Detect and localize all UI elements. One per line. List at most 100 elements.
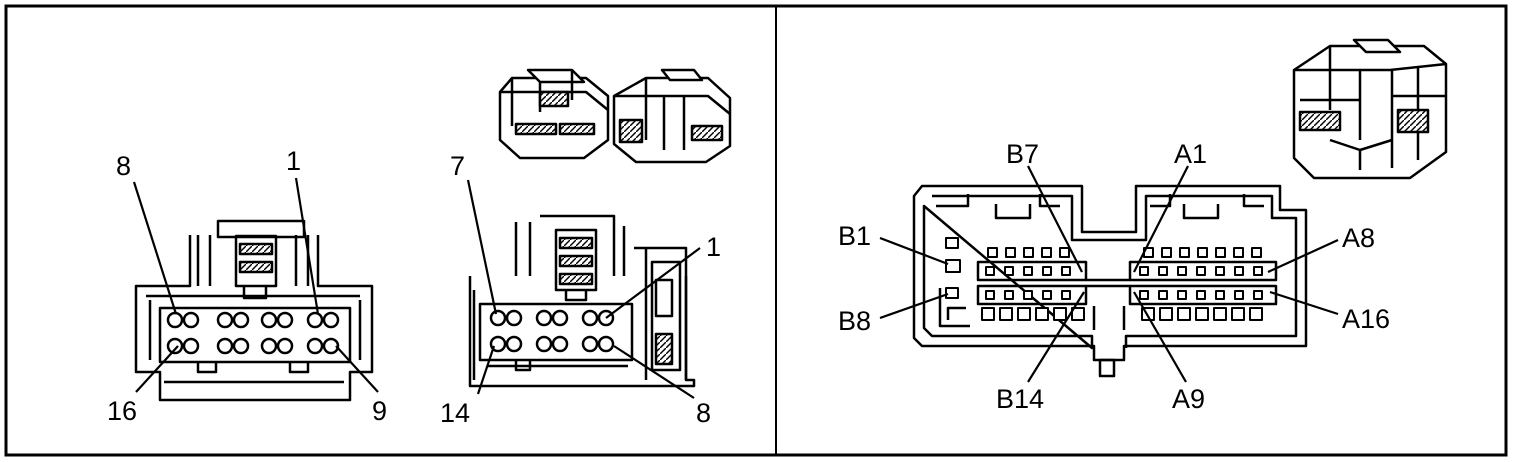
pin-cavity [1179, 247, 1190, 258]
pin-cavity [581, 335, 599, 353]
pin-cavity [489, 309, 507, 327]
pin-cavity [581, 309, 599, 327]
pin-label-b7: B7 [1006, 139, 1039, 169]
left-panel: 8 1 16 9 7 1 14 8 [107, 68, 732, 428]
pin-cavity [1023, 266, 1033, 276]
pin-cavity [232, 311, 250, 329]
pin-cavity [1161, 247, 1172, 258]
pin-cavity [987, 247, 998, 258]
connector-16-pin-3d-view [498, 68, 610, 160]
connector-32-pin-3d-view [1292, 38, 1448, 180]
pin-cavity [306, 311, 324, 329]
pin-label-a9: A9 [1172, 384, 1205, 414]
pin-cavity [1059, 247, 1070, 258]
pin-cavity [1159, 307, 1173, 321]
leader-lines-left [132, 177, 701, 399]
pin-cavity [535, 335, 553, 353]
pin-label-b8: B8 [838, 306, 871, 336]
pin-cavity [981, 307, 995, 321]
pin-cavities-14 [489, 309, 615, 353]
pin-cavity [1213, 307, 1227, 321]
pin-cavity [985, 266, 995, 276]
pin-cavity [1197, 247, 1208, 258]
pin-cavity [945, 259, 961, 273]
pin-label-7: 7 [450, 151, 465, 181]
pin-cavities-16 [166, 311, 340, 355]
pin-cavity [322, 311, 340, 329]
pin-cavity [597, 335, 615, 353]
pin-cavity [1139, 266, 1149, 276]
pin-cavity [999, 307, 1013, 321]
pin-cavity [276, 337, 294, 355]
pin-label-a1: A1 [1174, 139, 1207, 169]
pin-label-14: 14 [440, 398, 470, 428]
pin-cavity [166, 337, 184, 355]
pin-label-a16: A16 [1342, 304, 1390, 334]
pin-cavity [1071, 307, 1085, 321]
pin-cavity [505, 335, 523, 353]
pin-cavity [1196, 266, 1206, 276]
pin-cavity [1253, 290, 1263, 300]
pin-cavity [1177, 266, 1187, 276]
pin-cavity [166, 311, 184, 329]
pin-cavity [505, 309, 523, 327]
pin-cavity [945, 237, 959, 249]
pin-cavity [1041, 247, 1052, 258]
pin-cavity [1234, 290, 1244, 300]
pin-cavity [1004, 290, 1014, 300]
pin-cavity [1023, 247, 1034, 258]
pin-cavity [322, 337, 340, 355]
pin-cavity [1231, 307, 1245, 321]
right-panel: B7 A1 B1 A8 B8 A16 B14 A9 [838, 38, 1448, 414]
pin-cavity [985, 290, 995, 300]
pin-cavity [260, 311, 278, 329]
pin-cavity [1215, 266, 1225, 276]
pin-cavity [1061, 290, 1071, 300]
pin-cavity [1253, 266, 1263, 276]
pin-cavity [1249, 307, 1263, 321]
connector-16-pin-face [134, 219, 374, 402]
leader-lines-right [879, 165, 1339, 383]
pin-cavity [1139, 290, 1149, 300]
pin-cavity [1158, 290, 1168, 300]
pin-label-b14: B14 [996, 384, 1044, 414]
connector-14-pin-face [468, 214, 696, 388]
pin-cavity [1177, 307, 1191, 321]
pin-cavity [306, 337, 324, 355]
pin-cavity [182, 337, 200, 355]
pin-cavity [276, 311, 294, 329]
pin-cavity [216, 311, 234, 329]
pin-cavity [1061, 266, 1071, 276]
pin-label-1: 1 [706, 232, 721, 262]
pin-cavity [1053, 307, 1067, 321]
pin-cavity [1023, 290, 1033, 300]
pin-label-1: 1 [286, 146, 301, 176]
connector-32-pin-face [912, 184, 1308, 378]
pin-cavity [551, 309, 569, 327]
pin-cavity [945, 287, 959, 299]
pin-cavity [1004, 266, 1014, 276]
pin-label-b1: B1 [838, 221, 871, 251]
outer-frame [4, 4, 1508, 457]
pin-label-a8: A8 [1342, 223, 1375, 253]
pin-cavity [1035, 307, 1049, 321]
pin-label-9: 9 [372, 396, 387, 426]
pin-cavity [1042, 290, 1052, 300]
pin-cavity [551, 335, 569, 353]
pin-cavity [1234, 266, 1244, 276]
pin-cavity [1005, 247, 1016, 258]
pin-label-8: 8 [696, 398, 711, 428]
pin-cavity [1158, 266, 1168, 276]
pin-cavity [182, 311, 200, 329]
pin-cavity [535, 309, 553, 327]
pin-cavity [1042, 266, 1052, 276]
pin-cavities-32 [945, 237, 1263, 321]
pin-cavity [1196, 290, 1206, 300]
pin-cavity [1017, 307, 1031, 321]
pin-cavity [1215, 247, 1226, 258]
pin-cavity [216, 337, 234, 355]
pin-cavity [1251, 247, 1262, 258]
pin-label-8: 8 [116, 151, 131, 181]
pin-cavity [1233, 247, 1244, 258]
